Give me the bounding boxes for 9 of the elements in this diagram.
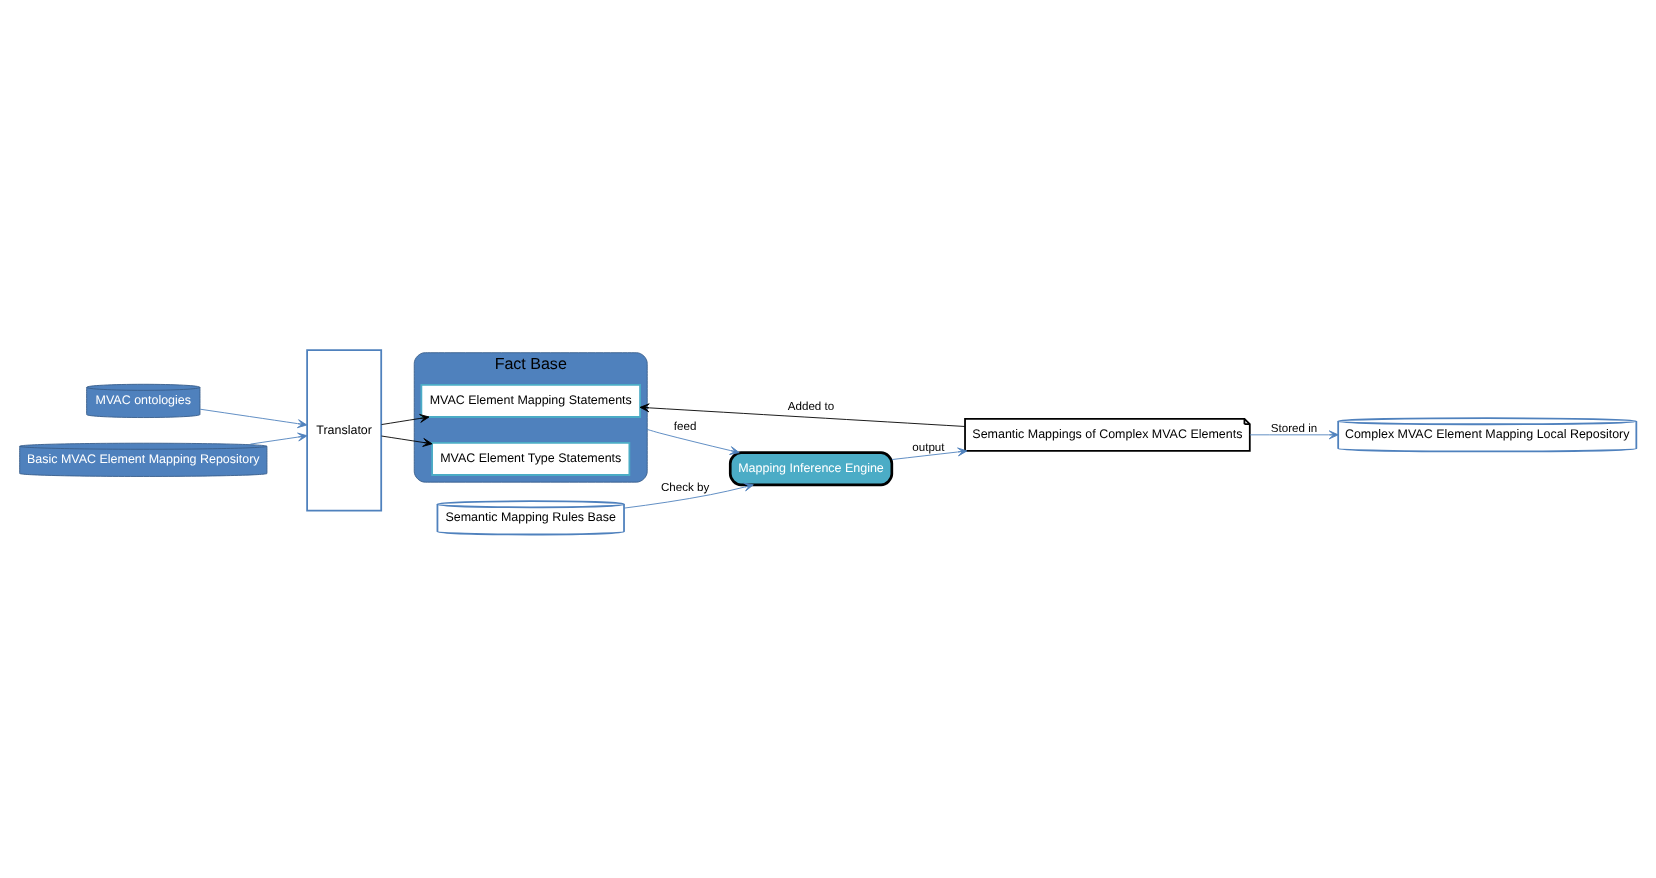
arrow <box>646 428 740 454</box>
arrow <box>199 407 308 428</box>
arrow <box>381 434 433 446</box>
arrow <box>639 402 966 426</box>
arrow <box>891 446 968 459</box>
arrow <box>1249 429 1339 439</box>
arrow <box>250 431 308 444</box>
arrow <box>623 481 754 508</box>
arrow <box>381 413 430 424</box>
